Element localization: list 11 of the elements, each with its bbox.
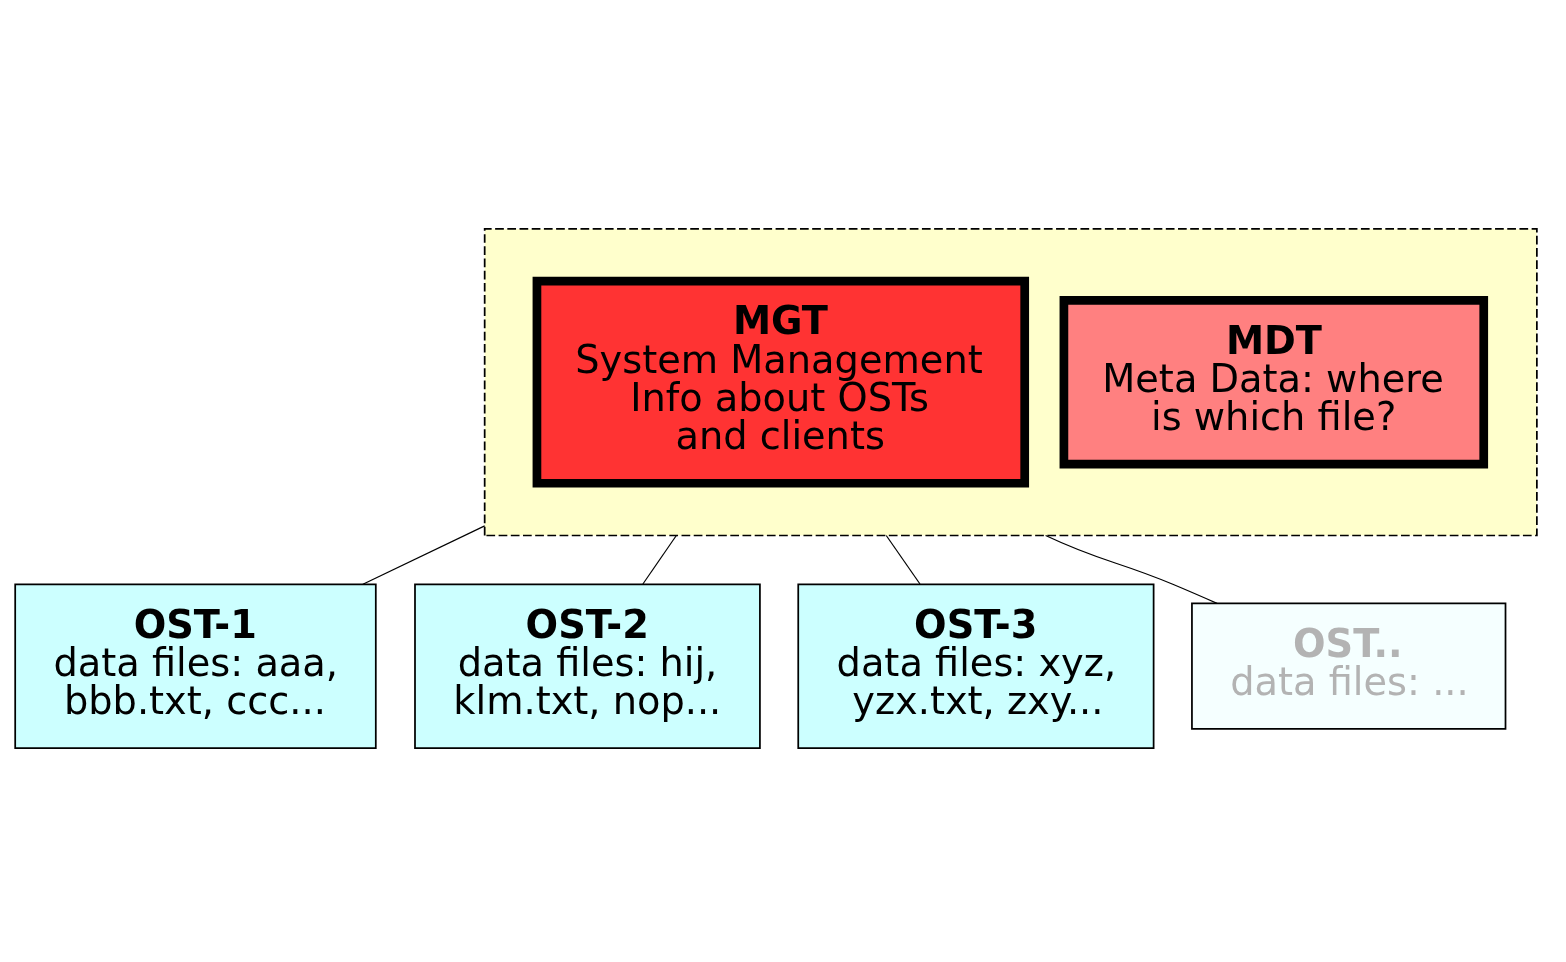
node-box: MDT Meta Data: where is which file? [1059, 295, 1489, 468]
node-box: OST-1 data files: aaa, bbb.txt, ccc... [14, 582, 377, 749]
connector [362, 524, 486, 585]
node-box: OST.. data files: ... [1191, 602, 1507, 730]
connector [642, 534, 677, 585]
node-box: MGT System Management Info about OSTs and clients [532, 276, 1030, 488]
connector [885, 534, 921, 585]
node-box: OST-2 data files: hij, klm.txt, nop... [414, 582, 761, 749]
cluster [483, 227, 1538, 536]
connector [1045, 534, 1218, 604]
node-box: OST-3 data files: xyz, yzx.txt, zxy... [797, 582, 1155, 749]
